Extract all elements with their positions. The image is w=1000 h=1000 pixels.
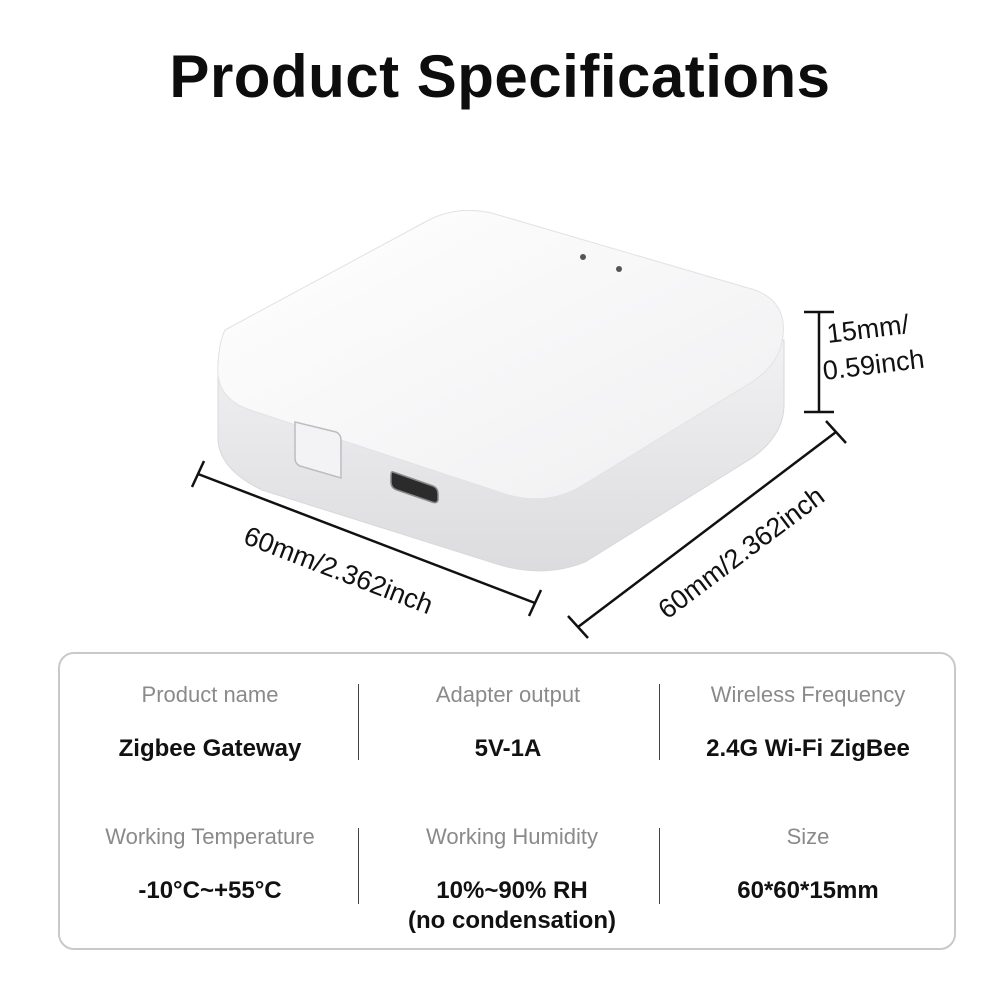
led-indicator-icon [616,266,622,272]
spec-value: Zigbee Gateway [118,735,302,762]
front-width-dimension [190,460,543,617]
column-divider [358,684,359,760]
spec-value: 60*60*15mm [737,877,879,904]
spec-label: Adapter output [435,682,581,707]
column-divider [358,828,359,904]
spec-working-temperature: Working Temperature -10°C~+55°C [60,824,360,906]
spec-size: Size 60*60*15mm [658,824,958,906]
height-label-mm: 15mm/ [825,309,911,349]
led-indicator-icon [580,254,586,260]
page-title: Product Specifications [169,43,831,110]
usb-port-icon [390,471,439,504]
reset-button[interactable] [294,421,342,480]
spec-adapter-output: Adapter output 5V-1A [358,682,658,764]
spec-label: Product name [141,682,279,707]
spec-value: 10%~90% RH [436,877,588,904]
height-label-inch: 0.59inch [821,344,926,386]
spec-panel: Product name Zigbee Gateway Adapter outp… [58,652,956,950]
spec-product-name: Product name Zigbee Gateway [60,682,360,764]
spec-wireless-frequency: Wireless Frequency 2.4G Wi-Fi ZigBee [658,682,958,764]
spec-label: Working Temperature [105,824,315,849]
device-top [217,209,784,500]
spec-value: -10°C~+55°C [138,877,282,904]
side-width-dimension [567,420,847,639]
height-dimension [804,310,834,414]
spec-label: Working Humidity [426,824,598,849]
spec-value-note: (no condensation) [408,907,616,934]
gateway-device [217,209,785,572]
spec-working-humidity: Working Humidity 10%~90% RH (no condensa… [362,824,662,936]
spec-label: Wireless Frequency [710,682,906,707]
product-illustration: 15mm/ 0.59inch 60mm/2.362inch 60mm/2.362… [190,209,926,639]
spec-value: 2.4G Wi-Fi ZigBee [706,735,910,762]
spec-value: 5V-1A [474,735,542,762]
column-divider [659,684,660,760]
spec-label: Size [786,824,830,849]
column-divider [659,828,660,904]
